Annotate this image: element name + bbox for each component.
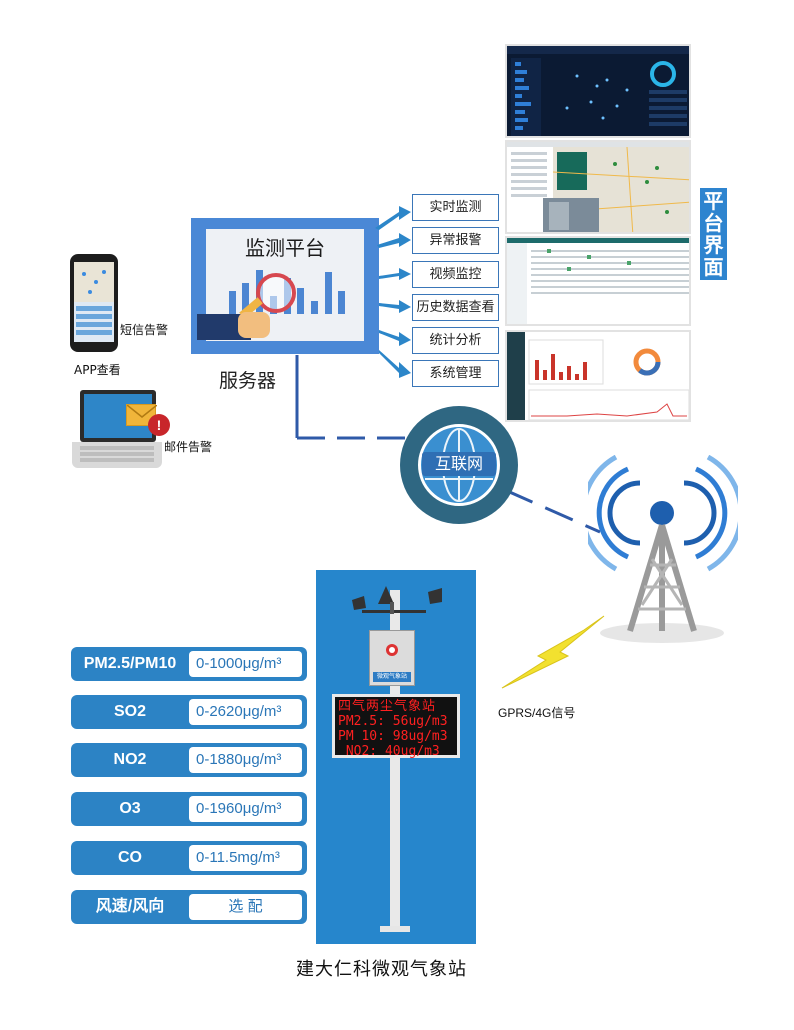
magnifier-icon — [256, 273, 296, 313]
sensor-range-value: 0-2620μg/m³ — [189, 699, 302, 725]
platform-ui-char: 界 — [703, 233, 724, 257]
station-pole-base — [380, 926, 410, 932]
sensor-range-o3: O3 0-1960μg/m³ — [71, 792, 307, 826]
gprs-signal-label: GPRS/4G信号 — [498, 706, 576, 720]
sensor-name: 风速/风向 — [95, 898, 165, 915]
sensor-range-co: CO 0-11.5mg/m³ — [71, 841, 307, 875]
phone-screen — [74, 262, 114, 342]
platform-bar — [325, 272, 332, 314]
wind-sensors-icon — [352, 586, 442, 614]
feature-statistics[interactable]: 统计分析 — [412, 327, 499, 354]
sensor-range-value: 0-1000μg/m³ — [189, 651, 302, 677]
email-alert-label: 邮件告警 — [164, 440, 213, 454]
keyboard-keys-icon — [80, 446, 154, 462]
platform-bar — [311, 301, 318, 314]
platform-ui-label: 平 台 界 面 — [700, 188, 727, 280]
laptop-keyboard — [72, 442, 162, 468]
platform-bar — [338, 291, 345, 314]
company-logo-icon — [386, 644, 398, 656]
platform-ui-char: 台 — [703, 211, 724, 235]
sensor-range-value: 0-1880μg/m³ — [189, 747, 302, 773]
sensor-name: SO2 — [113, 703, 146, 720]
led-line-title: 四气两尘气象站 — [338, 699, 437, 714]
station-title: 建大仁科微观气象站 — [296, 959, 467, 980]
platform-bar — [229, 291, 236, 314]
enclosure-label: 微观气象站 — [373, 672, 411, 682]
phone-map-thumbnail — [74, 262, 114, 335]
arrow-6 — [379, 350, 411, 378]
led-line-pm10: PM 10: 98ug/m3 — [338, 729, 448, 744]
alert-icon: ! — [148, 414, 170, 436]
dashboard-dark-thumbnail — [507, 46, 689, 136]
led-line-pm25: PM2.5: 56ug/m3 — [338, 714, 448, 729]
statistics-thumbnail — [507, 332, 689, 420]
arrow-2 — [377, 233, 411, 248]
sensor-range-value: 0-11.5mg/m³ — [189, 845, 302, 871]
sensor-range-pm: PM2.5/PM10 0-1000μg/m³ — [71, 647, 307, 681]
sms-alert-label: 短信告警 — [120, 323, 169, 337]
screenshot-data-table — [505, 236, 691, 326]
sensor-name: PM2.5/PM10 — [83, 655, 177, 672]
arrow-4 — [379, 300, 411, 313]
station-pole — [390, 590, 400, 930]
platform-bar — [297, 288, 304, 314]
lightning-signal-icon — [501, 615, 605, 689]
platform-bar — [242, 283, 249, 314]
server-label: 服务器 — [219, 370, 277, 392]
feature-video-monitoring[interactable]: 视频监控 — [412, 261, 499, 288]
sensor-name: NO2 — [113, 751, 147, 768]
screenshot-map-video — [505, 140, 691, 234]
platform-title: 监测平台 — [245, 236, 325, 260]
sensor-range-no2: NO2 0-1880μg/m³ — [71, 743, 307, 777]
hand-icon — [238, 312, 270, 338]
screenshot-dashboard-dark — [505, 44, 691, 138]
led-display-board — [332, 694, 460, 758]
sensor-name: CO — [118, 849, 142, 866]
map-video-thumbnail — [507, 142, 689, 232]
feature-arrows — [375, 206, 411, 378]
signal-tower-icon — [588, 455, 738, 643]
sensor-range-value: 选 配 — [189, 894, 302, 920]
data-table-thumbnail — [507, 238, 689, 324]
internet-label: 互联网 — [422, 452, 496, 476]
feature-history-data[interactable]: 历史数据查看 — [412, 294, 499, 321]
internet-to-tower-dashed — [504, 488, 601, 534]
screenshot-statistics — [505, 330, 691, 422]
led-line-no2: NO2: 40ug/m3 — [338, 744, 440, 759]
sensor-range-wind: 风速/风向 选 配 — [71, 890, 307, 924]
platform-ui-char: 面 — [703, 255, 724, 279]
feature-abnormal-alarm[interactable]: 异常报警 — [412, 227, 499, 254]
arrow-1 — [375, 206, 411, 230]
sensor-range-so2: SO2 0-2620μg/m³ — [71, 695, 307, 729]
sensor-name: O3 — [119, 800, 141, 817]
arrow-5 — [379, 330, 411, 346]
sensor-range-value: 0-1960μg/m³ — [189, 796, 302, 822]
envelope-flap-icon — [126, 404, 158, 418]
app-view-label: APP查看 — [74, 363, 121, 377]
feature-realtime-monitoring[interactable]: 实时监测 — [412, 194, 499, 221]
platform-ui-char: 平 — [703, 189, 724, 213]
arrow-3 — [379, 268, 411, 280]
feature-system-management[interactable]: 系统管理 — [412, 360, 499, 387]
